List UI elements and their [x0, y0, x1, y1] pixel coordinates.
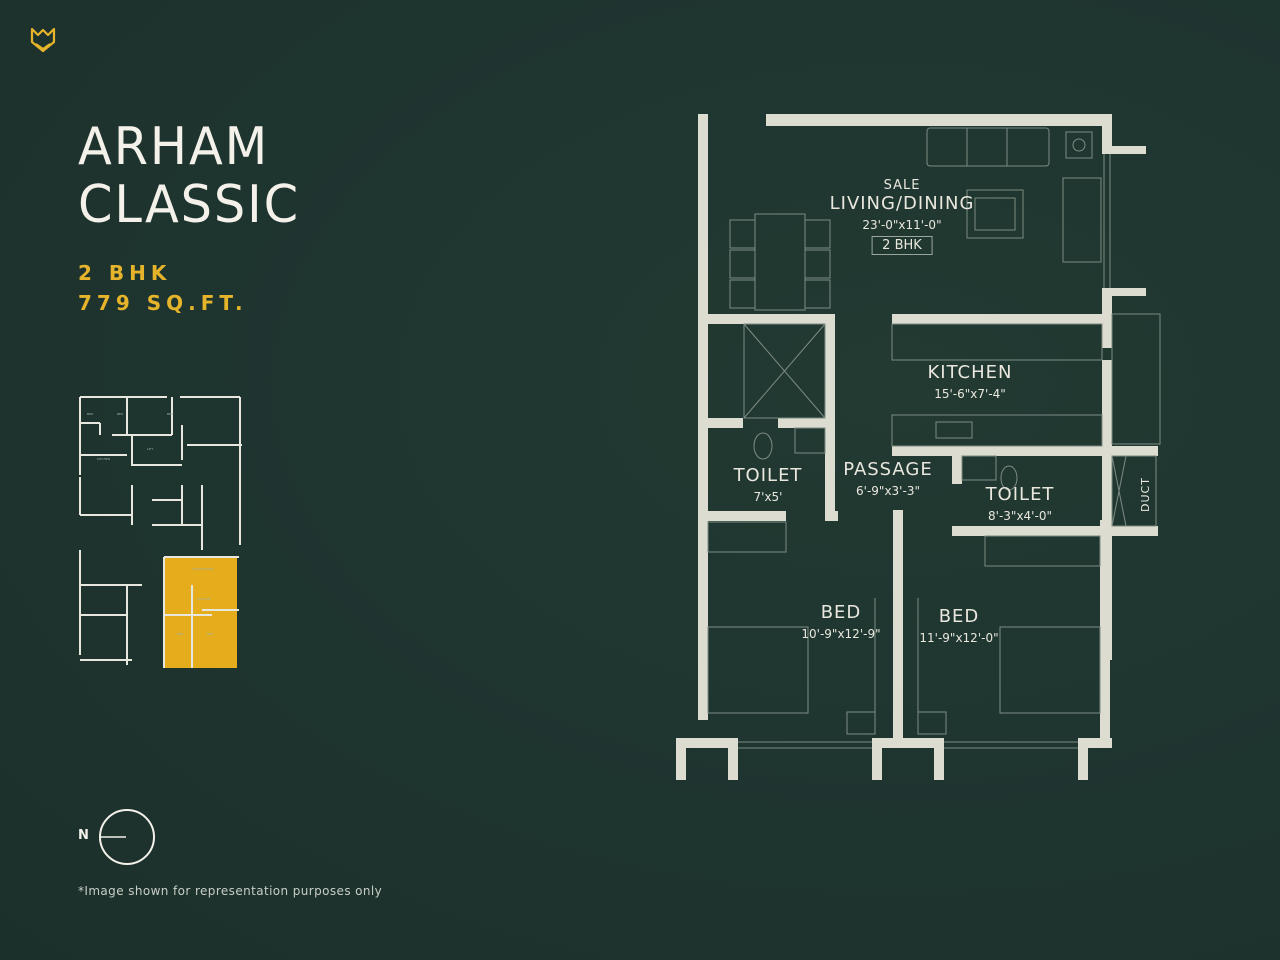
key-plan: BED BED BED KITCHEN LIFT LIVING/DINING KITCH… — [79, 396, 242, 668]
project-title-line1: ARHAM — [78, 117, 270, 177]
disclaimer-text: *Image shown for representation purposes… — [78, 884, 383, 898]
unit-type-badge: 2 BHK — [871, 236, 933, 255]
room-living-dining: SALE LIVING/DINING 23'-0"x11'-0" 2 BHK — [830, 178, 975, 255]
room-dimension: 10'-9"x12'-9" — [801, 627, 881, 641]
room-kitchen: KITCHEN 15'-6"x7'-4" — [928, 362, 1013, 401]
compass-icon — [99, 809, 155, 865]
room-dimension: 6'-9"x3'-3" — [856, 484, 920, 498]
unit-config: 2 BHK — [78, 261, 172, 285]
furniture-lines — [707, 127, 1161, 749]
shield-chevron-logo-icon — [30, 27, 56, 53]
room-name: BED — [820, 602, 862, 623]
walls — [676, 114, 1158, 780]
room-name: BED — [938, 606, 980, 627]
room-toilet-1: TOILET 7'x5' — [734, 465, 803, 504]
svg-text:BED: BED — [167, 412, 174, 416]
svg-text:BED: BED — [117, 412, 124, 416]
svg-text:KITCHEN: KITCHEN — [97, 457, 110, 461]
unit-area: 779 SQ.FT. — [78, 291, 248, 315]
project-title: ARHAM CLASSIC — [78, 118, 312, 234]
key-plan-highlighted-unit — [165, 558, 237, 668]
room-passage: PASSAGE 6'-9"x3'-3" — [843, 459, 933, 498]
duct-label: DUCT — [1138, 477, 1152, 512]
unit-summary: 2 BHK 779 SQ.FT. — [78, 258, 248, 318]
room-name: TOILET — [985, 484, 1055, 505]
room-name: KITCHEN — [927, 362, 1013, 383]
svg-text:LIVING/DINING: LIVING/DINING — [192, 567, 215, 571]
room-dimension: 23'-0"x11'-0" — [862, 218, 942, 232]
room-toilet-2: TOILET 8'-3"x4'-0" — [986, 484, 1055, 523]
svg-text:BED: BED — [87, 412, 94, 416]
svg-text:BED: BED — [177, 632, 184, 636]
room-dimension: 7'x5' — [753, 490, 783, 504]
room-dimension: 11'-9"x12'-0" — [919, 631, 999, 645]
svg-text:LIFT: LIFT — [147, 447, 153, 451]
room-dimension: 8'-3"x4'-0" — [988, 509, 1052, 523]
room-name: LIVING/DINING — [829, 193, 975, 214]
room-tag: SALE — [883, 178, 921, 193]
room-name: TOILET — [733, 465, 803, 486]
room-dimension: 15'-6"x7'-4" — [934, 387, 1006, 401]
project-title-line2: CLASSIC — [78, 175, 301, 235]
room-bed-2: BED 11'-9"x12'-0" — [919, 606, 998, 645]
room-name: PASSAGE — [843, 459, 933, 480]
compass-north-label: N — [78, 828, 89, 843]
svg-text:KITCHEN: KITCHEN — [197, 597, 210, 601]
svg-text:BED: BED — [207, 632, 214, 636]
room-bed-1: BED 10'-9"x12'-9" — [801, 602, 880, 641]
